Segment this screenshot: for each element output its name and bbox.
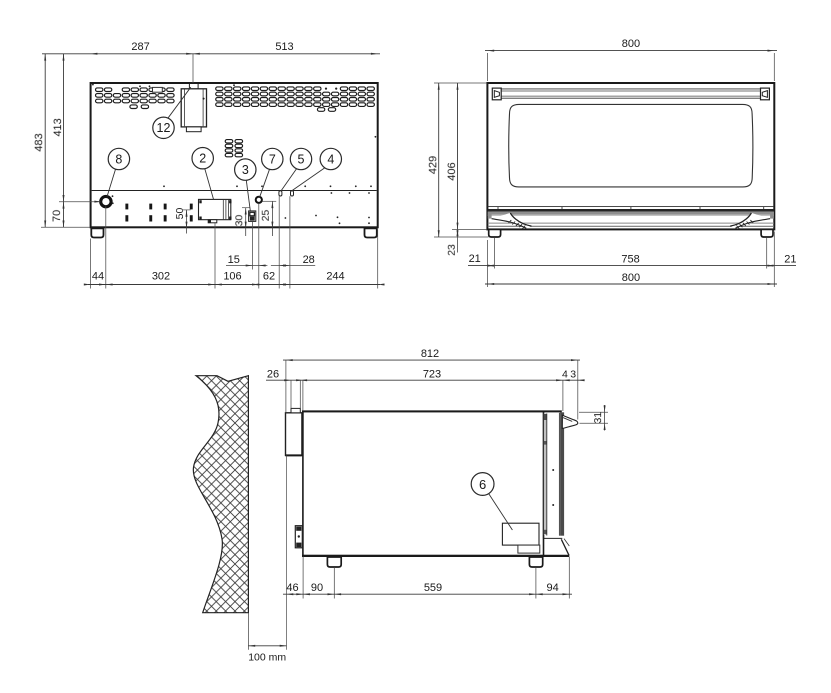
svg-text:26: 26 — [267, 368, 279, 380]
svg-text:44: 44 — [92, 271, 104, 283]
svg-text:70: 70 — [51, 210, 63, 222]
svg-text:25: 25 — [260, 210, 272, 222]
svg-text:5: 5 — [298, 152, 305, 166]
svg-text:723: 723 — [423, 368, 441, 380]
svg-text:800: 800 — [622, 272, 640, 284]
svg-text:559: 559 — [424, 582, 442, 594]
svg-text:31: 31 — [592, 412, 604, 424]
svg-text:513: 513 — [275, 41, 293, 53]
svg-text:244: 244 — [326, 271, 344, 283]
svg-text:12: 12 — [157, 121, 171, 135]
svg-text:2: 2 — [199, 152, 206, 166]
svg-text:812: 812 — [421, 348, 439, 360]
svg-text:4: 4 — [327, 152, 334, 166]
svg-text:28: 28 — [303, 254, 315, 266]
svg-text:106: 106 — [223, 271, 241, 283]
svg-text:23: 23 — [446, 244, 458, 256]
svg-text:100 mm: 100 mm — [248, 652, 286, 664]
svg-text:3: 3 — [242, 163, 249, 177]
svg-text:6: 6 — [479, 477, 486, 492]
svg-text:62: 62 — [263, 271, 275, 283]
svg-text:800: 800 — [622, 38, 640, 50]
svg-text:413: 413 — [52, 118, 64, 136]
svg-text:21: 21 — [784, 254, 796, 266]
svg-text:8: 8 — [115, 152, 122, 166]
svg-text:46: 46 — [286, 582, 298, 594]
svg-text:758: 758 — [621, 253, 639, 265]
svg-text:429: 429 — [427, 156, 439, 174]
svg-text:30: 30 — [233, 215, 245, 227]
svg-text:287: 287 — [131, 41, 149, 53]
svg-text:483: 483 — [33, 133, 45, 151]
svg-text:21: 21 — [469, 253, 481, 265]
svg-text:50: 50 — [174, 208, 186, 220]
svg-text:406: 406 — [446, 162, 458, 180]
svg-text:43: 43 — [562, 368, 579, 380]
svg-text:94: 94 — [546, 582, 558, 594]
svg-text:90: 90 — [311, 582, 323, 594]
svg-text:7: 7 — [269, 152, 276, 166]
svg-text:15: 15 — [228, 254, 240, 266]
svg-text:302: 302 — [152, 271, 170, 283]
